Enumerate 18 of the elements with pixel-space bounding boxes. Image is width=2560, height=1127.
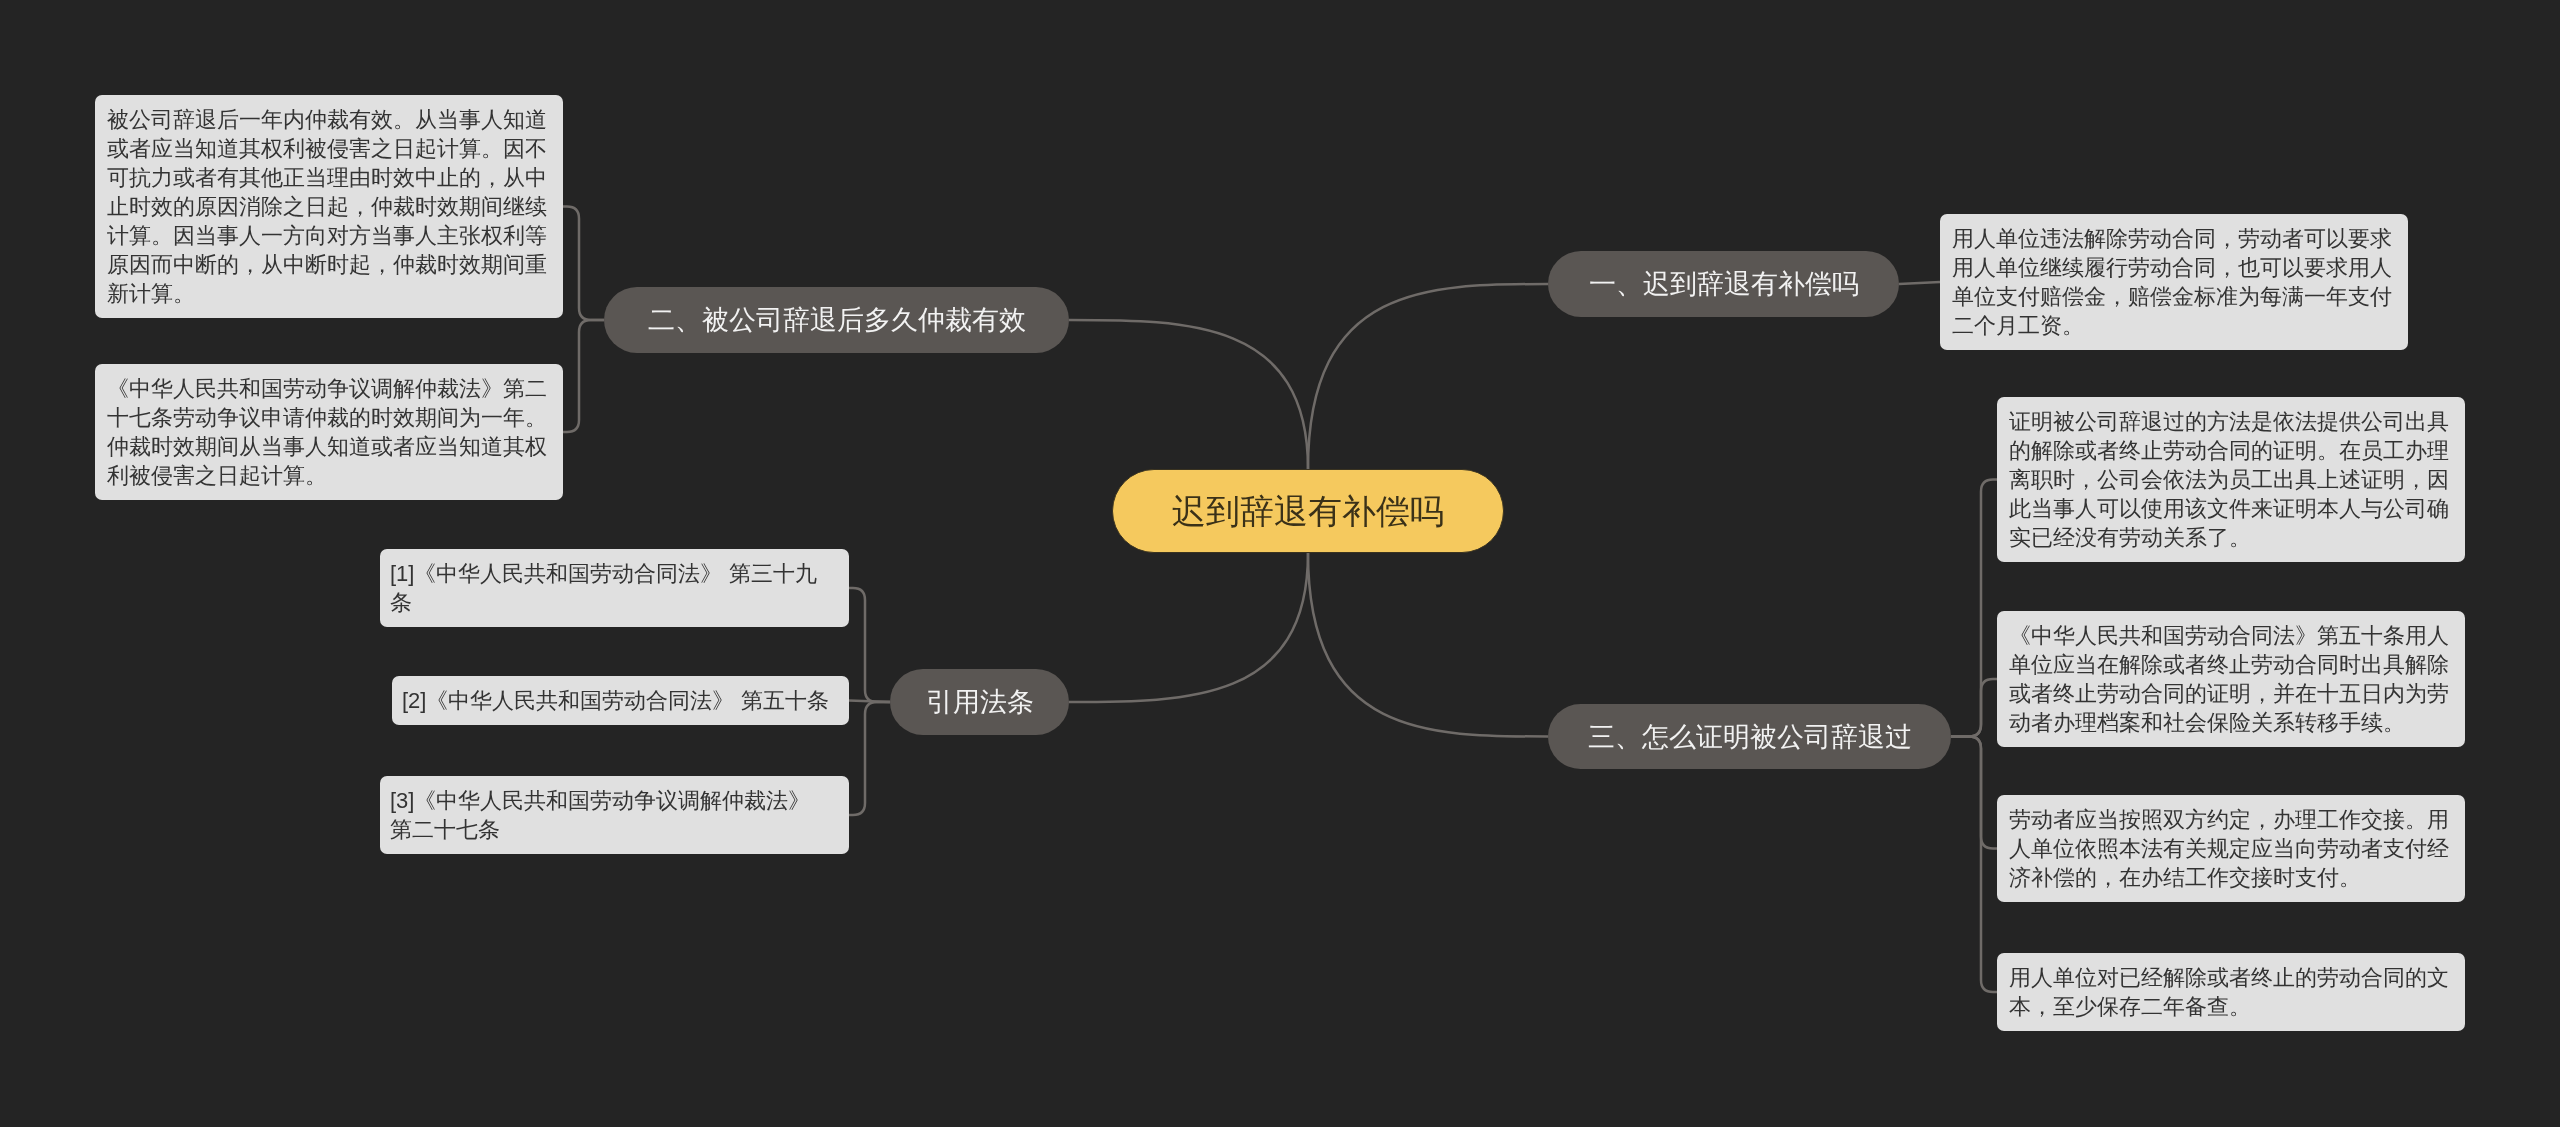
note-card: 《中华人民共和国劳动合同法》第五十条用人单位应当在解除或者终止劳动合同时出具解除或者终止劳动合同的证明，并在十五日内为劳动者办理档案和社会保险关系转移手续。 xyxy=(1997,611,2465,747)
note-card: 用人单位违法解除劳动合同，劳动者可以要求用人单位继续履行劳动合同，也可以要求用人单位支付赔偿金，赔偿金标准为每满一年支付二个月工资。 xyxy=(1940,214,2408,350)
topic-pill: 三、怎么证明被公司辞退过 xyxy=(1548,704,1951,769)
topic-pill: 二、被公司辞退后多久仲裁有效 xyxy=(604,287,1069,353)
connector-line xyxy=(1898,280,1941,286)
note-card: [1]《中华人民共和国劳动合同法》 第三十九条 xyxy=(380,549,849,627)
connector-line xyxy=(1069,318,1310,470)
note-card: 《中华人民共和国劳动争议调解仲裁法》第二十七条劳动争议申请仲裁的时效期间为一年。仲裁时效期间从当事人知道或者应当知道其权利被侵害之日起计算。 xyxy=(95,364,563,500)
note-card: 用人单位对已经解除或者终止的劳动合同的文本，至少保存二年备查。 xyxy=(1997,953,2465,1031)
topic-pill: 一、迟到辞退有补偿吗 xyxy=(1548,251,1899,317)
connector-line xyxy=(1069,552,1310,704)
note-card: 劳动者应当按照双方约定，办理工作交接。用人单位依照本法有关规定应当向劳动者支付经济补偿的，在办结工作交接时支付。 xyxy=(1997,795,2465,902)
topic-pill: 引用法条 xyxy=(890,669,1069,735)
note-card: 证明被公司辞退过的方法是依法提供公司出具的解除或者终止劳动合同的证明。在员工办理离职时，公司会依法为员工出具上述证明，因此当事人可以使用该文件来证明本人与公司确实已经没有劳动关系了。 xyxy=(1997,397,2465,562)
note-card: 被公司辞退后一年内仲裁有效。从当事人知道或者应当知道其权利被侵害之日起计算。因不可抗力或者有其他正当理由时效中止的，从中止时效的原因消除之日起，仲裁时效期间继续计算。因当事人一方向对方当事人主张权利等原因而中断的，从中断时起，仲裁时效期间重新计算。 xyxy=(95,95,563,318)
note-card: [3]《中华人民共和国劳动争议调解仲裁法》第二十七条 xyxy=(380,776,849,854)
note-card: [2]《中华人民共和国劳动合同法》 第五十条 xyxy=(392,676,849,725)
central-topic-pill: 迟到辞退有补偿吗 xyxy=(1112,469,1504,553)
